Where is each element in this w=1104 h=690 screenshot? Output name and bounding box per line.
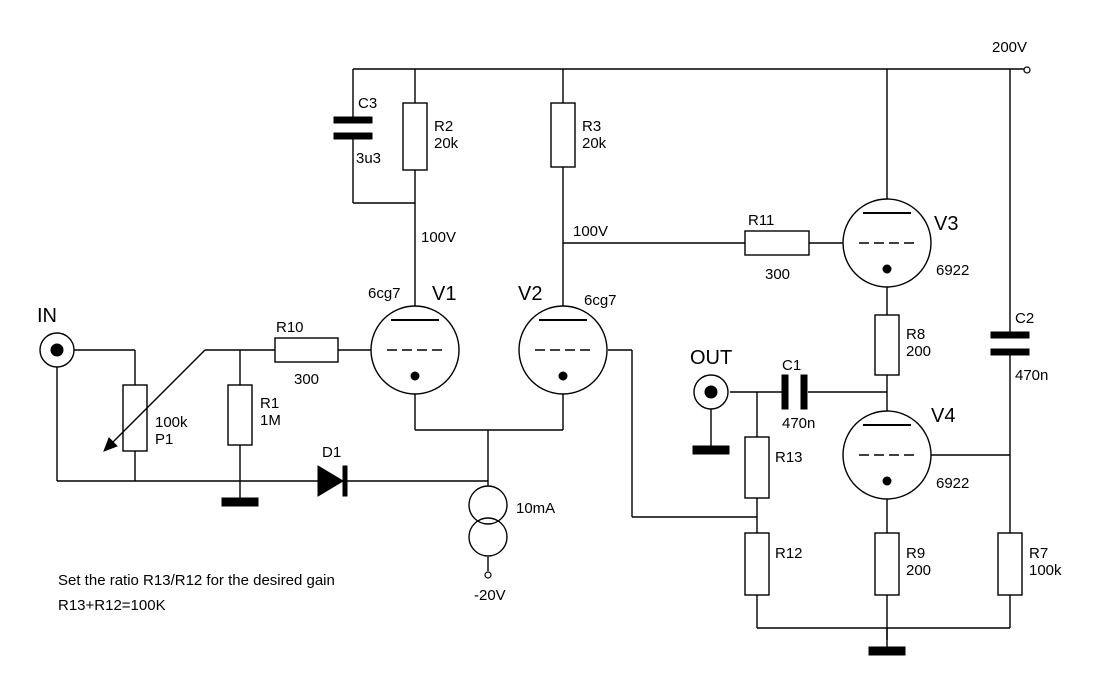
v2-name: V2: [518, 283, 542, 305]
r10-value: 300: [294, 371, 319, 388]
supply-neg20v-terminal: -20V: [474, 571, 506, 604]
resistor-sum-note: R13+R12=100K: [58, 597, 166, 614]
r2-name: R2: [434, 118, 453, 135]
r8-name: R8: [906, 326, 925, 343]
v1-plate-voltage: 100V: [421, 229, 456, 246]
c2-value: 470n: [1015, 367, 1048, 384]
c3-value: 3u3: [356, 150, 381, 167]
v4-type: 6922: [936, 475, 969, 492]
r7-name: R7: [1029, 545, 1048, 562]
ground-symbol: [221, 497, 259, 507]
r11-value: 300: [765, 266, 790, 283]
v3-name: V3: [934, 213, 958, 235]
potentiometer-wiper-arrow: [107, 349, 206, 448]
p1-name: P1: [155, 431, 173, 448]
r13-name: R13: [775, 449, 803, 466]
capacitor-c3: C3 3u3: [333, 95, 381, 167]
r1-name: R1: [260, 395, 279, 412]
resistor-r2: R2 20k: [402, 102, 459, 171]
input-jack-label: IN: [37, 305, 57, 327]
tube-v1: 6cg7 V1: [368, 283, 460, 395]
r3-value: 20k: [582, 135, 607, 152]
output-jack-label: OUT: [690, 347, 732, 369]
tube-v4: V4 6922: [842, 405, 969, 500]
tube-v2: V2 6cg7: [518, 283, 617, 395]
ground-symbol: [868, 646, 906, 656]
supply-neg20v-label: -20V: [474, 587, 506, 604]
v1-name: V1: [432, 283, 456, 305]
diode-d1: D1: [317, 444, 348, 497]
supply-200v-terminal: 200V: [992, 39, 1031, 74]
arrow-head-icon: [103, 437, 118, 452]
c3-name: C3: [358, 95, 377, 112]
c2-name: C2: [1015, 310, 1034, 327]
v1-type: 6cg7: [368, 285, 401, 302]
resistor-r7: R7 100k: [997, 532, 1062, 596]
resistor-r13: R13: [744, 436, 803, 499]
output-jack: OUT: [690, 347, 732, 410]
r10-name: R10: [276, 319, 304, 336]
r1-value: 1M: [260, 412, 281, 429]
r7-value: 100k: [1029, 562, 1062, 579]
p1-value: 100k: [155, 414, 188, 431]
tube-cathode: [882, 264, 892, 274]
capacitor-c1: C1 470n: [781, 357, 815, 432]
v2-type: 6cg7: [584, 292, 617, 309]
v4-name: V4: [931, 405, 955, 427]
r8-value: 200: [906, 343, 931, 360]
r9-value: 200: [906, 562, 931, 579]
resistor-r1: R1 1M: [227, 384, 281, 446]
resistor-r10: R10 300: [274, 319, 339, 388]
current-source-value: 10mA: [516, 500, 555, 517]
resistor-r3: R3 20k: [550, 102, 607, 168]
grounds: [221, 445, 906, 656]
resistor-r9: R9 200: [874, 532, 931, 596]
c1-name: C1: [782, 357, 801, 374]
r3-name: R3: [582, 118, 601, 135]
resistor-r11: R11 300: [744, 212, 810, 283]
supply-200v-label: 200V: [992, 39, 1027, 56]
v3-type: 6922: [936, 262, 969, 279]
r9-name: R9: [906, 545, 925, 562]
tube-v3: V3 6922: [842, 198, 969, 288]
v2-plate-voltage: 100V: [573, 223, 608, 240]
tube-cathode: [410, 371, 420, 381]
r12-name: R12: [775, 545, 803, 562]
tube-cathode: [558, 371, 568, 381]
r2-value: 20k: [434, 135, 459, 152]
tube-cathode: [882, 476, 892, 486]
current-source: 10mA: [468, 485, 555, 557]
input-jack: IN: [37, 305, 75, 368]
potentiometer-p1: 100k P1: [103, 349, 206, 452]
resistor-r8: R8 200: [874, 314, 931, 376]
r11-name: R11: [748, 212, 774, 229]
resistor-r12: R12: [744, 532, 803, 596]
ground-symbol: [692, 445, 730, 455]
gain-note: Set the ratio R13/R12 for the desired ga…: [58, 572, 335, 589]
d1-name: D1: [322, 444, 341, 461]
capacitor-c2: C2 470n: [990, 310, 1048, 384]
c1-value: 470n: [782, 415, 815, 432]
